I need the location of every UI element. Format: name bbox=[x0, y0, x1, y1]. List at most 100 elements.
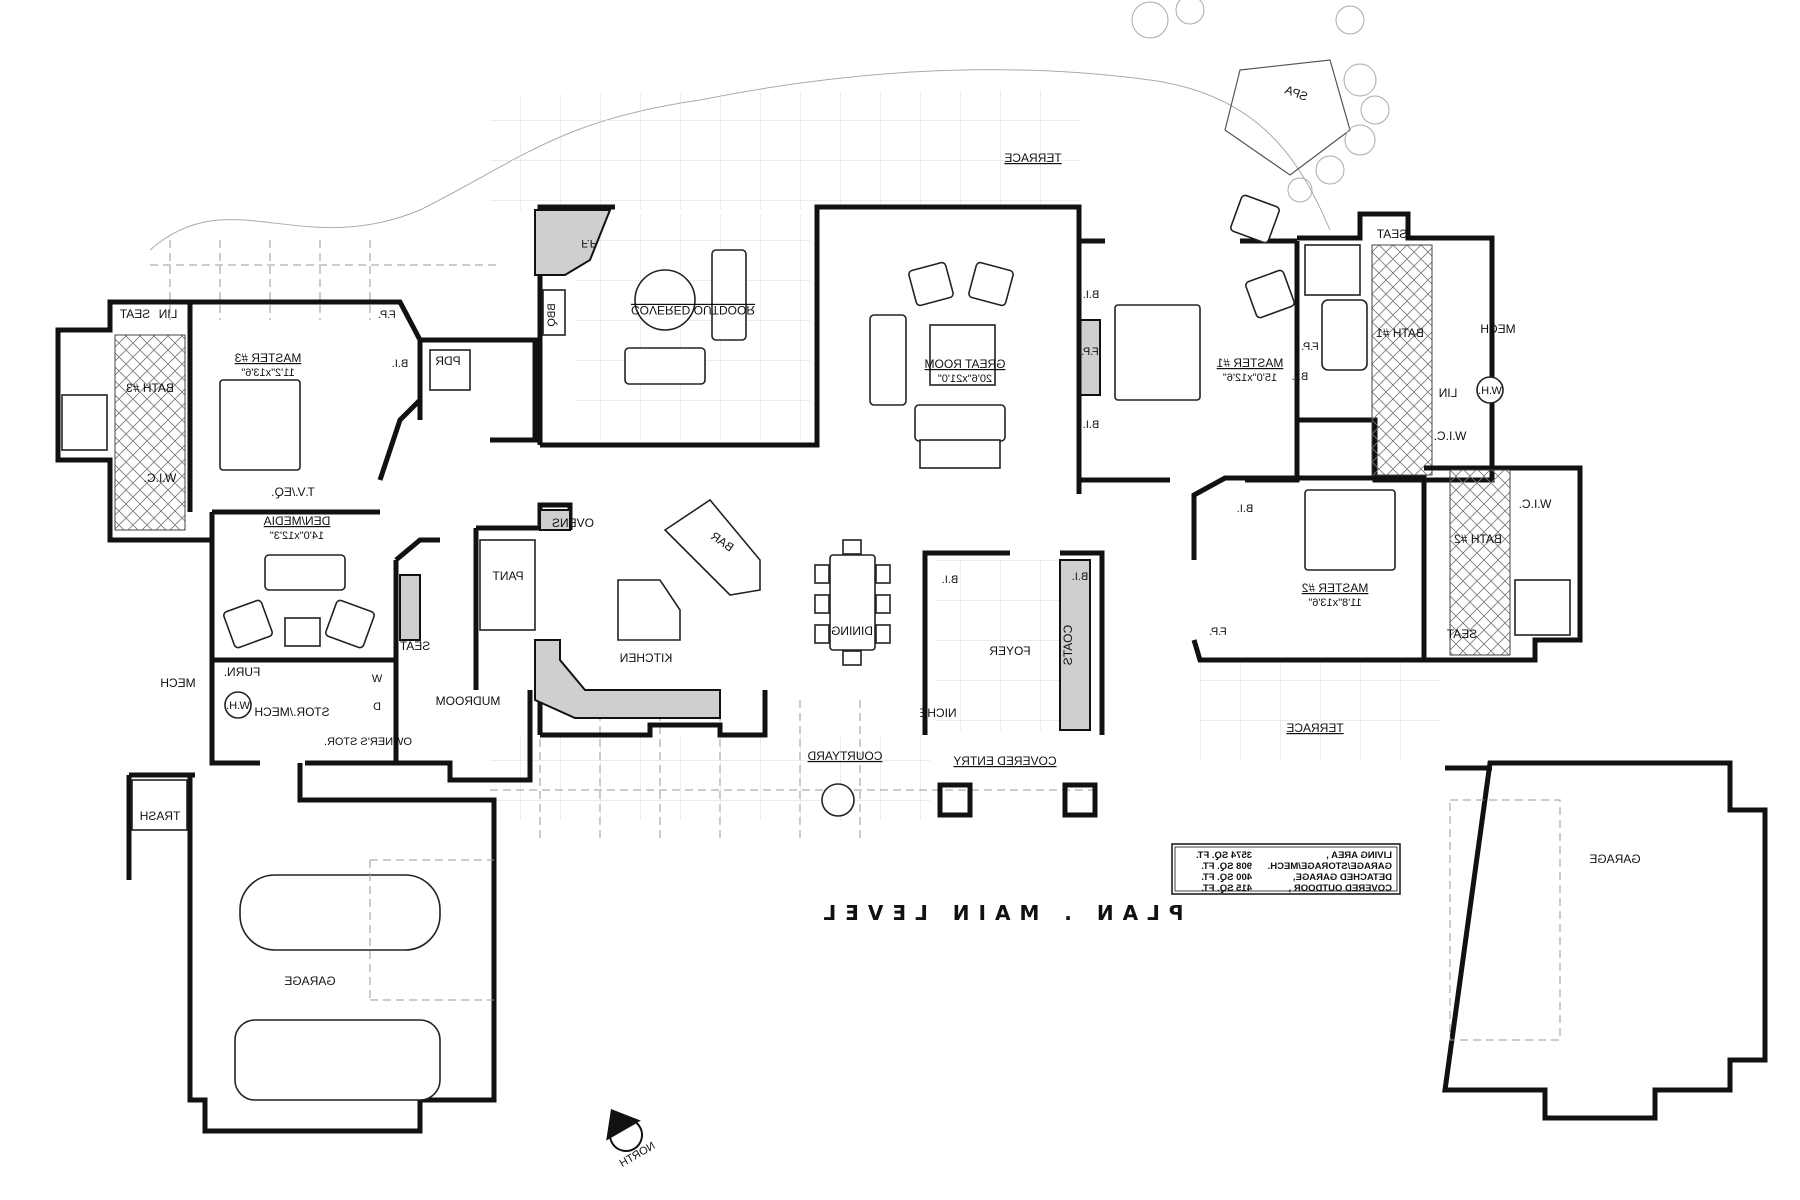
wh-2-label: W.H. bbox=[1478, 385, 1502, 397]
detached-garage-door bbox=[1449, 799, 1561, 1041]
bi-1-label: B.I. bbox=[1083, 289, 1100, 301]
bath1-label: BATH #1 bbox=[1376, 326, 1424, 340]
plan-title: PLAN . MAIN LEVEL bbox=[815, 901, 1184, 925]
garage-walls bbox=[126, 763, 497, 1134]
terrace-right-label: TERRACE bbox=[1286, 721, 1343, 735]
kitchen-label: KITCHEN bbox=[620, 651, 673, 665]
ovens bbox=[539, 509, 571, 531]
owners-stor-label: OWNER'S STOR. bbox=[324, 736, 412, 748]
seat-1-label: SEAT bbox=[1376, 227, 1407, 241]
spa-label: SPA bbox=[1283, 83, 1310, 104]
den-chair-1 bbox=[223, 599, 273, 649]
foyer-tile bbox=[935, 560, 1060, 730]
area-value-covered: 415 SQ. FT. bbox=[1201, 883, 1252, 894]
den-sofa bbox=[264, 554, 346, 591]
area-label-detached: DETACHED GARAGE, bbox=[1293, 872, 1392, 883]
fireplace-outdoor bbox=[534, 209, 612, 276]
pergola-bottom bbox=[490, 700, 1100, 840]
great-room-sofa-bottom bbox=[914, 404, 1006, 442]
tv-eq-label: T.V./EQ. bbox=[271, 485, 315, 499]
north-label: NORTH bbox=[618, 1140, 658, 1170]
great-room-chair-2 bbox=[968, 261, 1014, 307]
ovens-label: OVENS bbox=[552, 516, 594, 530]
bbq bbox=[542, 289, 566, 336]
bi-7-label: B.I. bbox=[392, 358, 409, 370]
area-label-covered: COVERED OUTDOOR , bbox=[1289, 883, 1392, 894]
entry-posts bbox=[937, 782, 1098, 818]
dining-label: DINING bbox=[831, 624, 873, 638]
bath3-tile bbox=[114, 334, 186, 531]
bi-5-label: B.I. bbox=[942, 574, 959, 586]
washer-label: W bbox=[371, 673, 382, 685]
fp-master3-label: F.P. bbox=[378, 309, 396, 321]
courtyard-label: COURTYARD bbox=[807, 749, 882, 763]
dining-table bbox=[829, 554, 876, 651]
fp-master2-label: F.P. bbox=[1209, 626, 1227, 638]
spa-rocks bbox=[1131, 0, 1390, 203]
lin-1-label: LIN bbox=[1439, 386, 1458, 400]
trash-label: TRASH bbox=[140, 809, 181, 823]
furn-label: FURN. bbox=[224, 665, 261, 679]
bi-3-label: B.I. bbox=[1292, 371, 1309, 383]
dryer-label: D bbox=[373, 701, 381, 713]
area-value-living: 3574 SQ. FT. bbox=[1196, 850, 1252, 861]
water-heater-icon bbox=[1476, 376, 1504, 404]
outdoor-sofa-2 bbox=[711, 249, 747, 341]
pdr-walls bbox=[417, 337, 538, 443]
area-value-garage: 908 SQ. FT. bbox=[1201, 861, 1252, 872]
bath2-shower bbox=[1514, 579, 1571, 636]
kitchen-island bbox=[617, 579, 681, 641]
mech-2-label: MECH bbox=[1480, 322, 1515, 336]
great-room-chair-1 bbox=[908, 261, 954, 307]
wic-3-label: W.I.C. bbox=[144, 471, 177, 485]
master3-bed bbox=[219, 379, 301, 471]
bar-counter bbox=[663, 498, 761, 596]
great-room-label: GREAT ROOM bbox=[925, 357, 1006, 371]
great-room-rug bbox=[929, 324, 996, 386]
den-walls bbox=[209, 509, 399, 663]
kitchen-counter bbox=[534, 639, 721, 719]
seat-mud-label: SEAT bbox=[399, 639, 430, 653]
foyer-label: FOYER bbox=[989, 644, 1031, 658]
master3-walls bbox=[187, 299, 423, 512]
pdr-label: PDR bbox=[435, 354, 461, 368]
den-table bbox=[284, 617, 321, 647]
detached-garage-walls bbox=[1442, 760, 1768, 1121]
foyer-walls bbox=[922, 550, 1105, 735]
covered-entry-label: COVERED ENTRY bbox=[953, 754, 1056, 768]
bath2-label: BATH #2 bbox=[1454, 532, 1502, 546]
bath3-walls bbox=[55, 299, 212, 543]
fp-master1-label: F.P. bbox=[1301, 341, 1319, 353]
master1-chair-1 bbox=[1230, 194, 1280, 244]
pantry-label: PANT bbox=[492, 569, 524, 583]
niche-label: NICHE bbox=[919, 706, 956, 720]
wh-label: W.H. bbox=[226, 700, 250, 712]
master1-size: 15'0"x12'6" bbox=[1223, 372, 1277, 384]
master2-walls bbox=[1191, 475, 1427, 663]
master3-label: MASTER #3 bbox=[234, 351, 301, 365]
area-label-garage: GARAGE/STORAGE/MECH. bbox=[1268, 861, 1392, 872]
bath3-shower bbox=[61, 394, 108, 451]
bi-2-label: B.I. bbox=[1083, 419, 1100, 431]
coats-label: COATS bbox=[1061, 625, 1075, 665]
seat-3-label: SEAT bbox=[119, 307, 150, 321]
north-arrow-icon: NORTH bbox=[606, 1109, 658, 1170]
courtyard-table bbox=[821, 783, 855, 817]
area-value-detached: 400 SQ. FT. bbox=[1201, 872, 1252, 883]
car-1 bbox=[239, 874, 441, 951]
mudroom-bench bbox=[399, 574, 421, 641]
bi-6-label: B.I. bbox=[1072, 571, 1089, 583]
bath3-label: BATH #3 bbox=[126, 381, 174, 395]
garage-label: GARAGE bbox=[284, 974, 335, 988]
master2-bed bbox=[1304, 489, 1396, 571]
bath2-tile bbox=[1449, 469, 1511, 656]
bath1-shower bbox=[1304, 244, 1361, 296]
mudroom-label: MUDROOM bbox=[436, 694, 501, 708]
pdr-vanity bbox=[429, 349, 471, 391]
wic-1-label: W.I.C. bbox=[1434, 429, 1467, 443]
great-room-sofa-left bbox=[869, 314, 907, 406]
bath2-walls bbox=[1424, 465, 1583, 663]
mudroom-walls bbox=[394, 528, 533, 783]
master1-label: MASTER #1 bbox=[1216, 356, 1283, 370]
fp-outdoor-label: F.P. bbox=[581, 237, 599, 249]
